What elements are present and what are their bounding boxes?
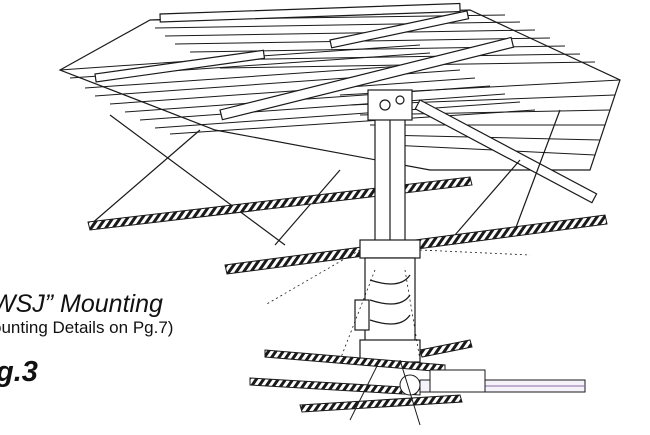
mast — [354, 89, 421, 363]
reflector-screen — [58, 2, 621, 204]
figure-number: g.3 — [0, 356, 38, 388]
guide-lines — [264, 249, 531, 361]
caption-title: WSJ” Mounting — [0, 290, 163, 318]
cross-bracing — [89, 109, 561, 246]
lower-yagi — [249, 339, 586, 426]
caption-subtitle: ounting Details on Pg.7) — [0, 318, 174, 337]
